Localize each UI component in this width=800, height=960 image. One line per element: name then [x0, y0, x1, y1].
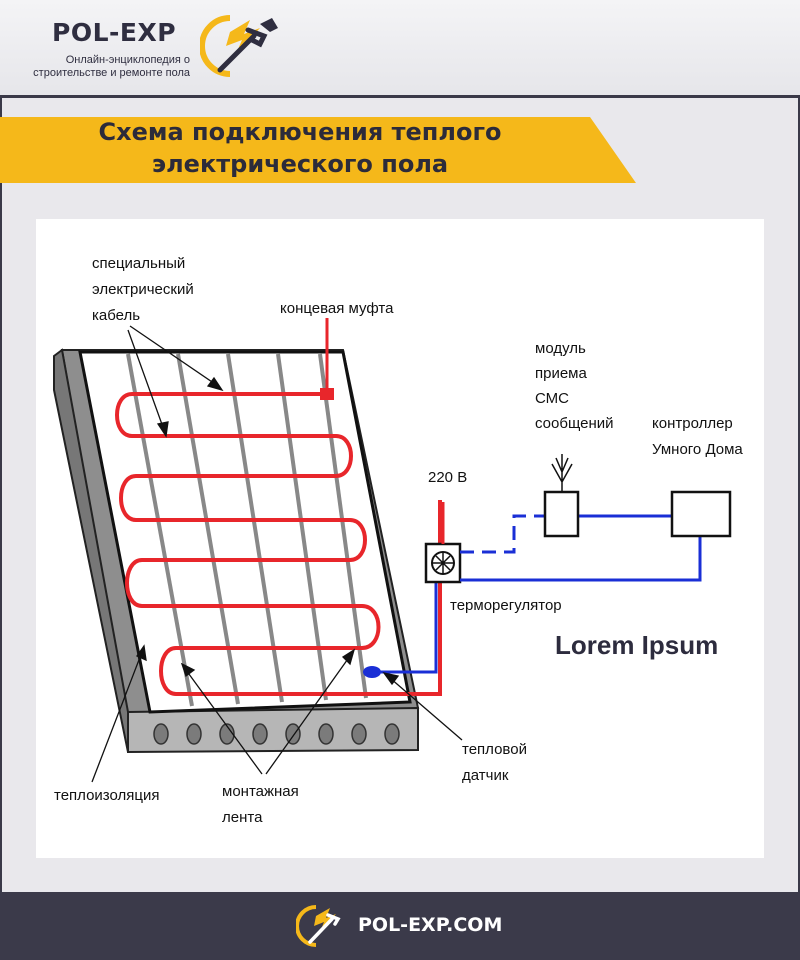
page-title: Схема подключения теплого электрического… — [0, 116, 600, 180]
slab-left — [53, 348, 129, 753]
tape — [276, 353, 328, 701]
tape — [176, 353, 240, 705]
controller-box — [670, 490, 732, 538]
diagram-panel: специальный электрический кабель концева… — [36, 219, 764, 858]
slab-front — [127, 706, 419, 754]
label-cable-1: специальный — [92, 255, 185, 272]
arrow — [265, 655, 351, 775]
arrow — [185, 669, 263, 775]
label-sensor-1: тепловой — [462, 741, 527, 758]
logo-icon[interactable] — [200, 14, 286, 78]
hole — [285, 723, 301, 745]
brand-name[interactable]: POL-EXP — [52, 18, 177, 47]
arrow — [389, 677, 463, 741]
arrow — [129, 325, 219, 387]
antenna-icon — [551, 454, 573, 492]
tagline-line2: строительстве и ремонте пола — [33, 67, 190, 79]
hole — [318, 723, 334, 745]
pointer-arrows — [91, 325, 463, 783]
end-sleeve — [320, 388, 334, 400]
tagline-line1: Онлайн-энциклопедия о — [65, 54, 190, 66]
title-banner — [0, 117, 636, 183]
controller-thermostat-link — [460, 536, 702, 582]
label-tape-2: лента — [222, 809, 263, 826]
insulation-holes — [153, 723, 400, 745]
label-cable-3: кабель — [92, 307, 140, 324]
label-sensor-2: датчик — [462, 767, 509, 784]
label-controller-1: контроллер — [652, 415, 733, 432]
hole — [153, 723, 169, 745]
arrow — [127, 329, 165, 431]
heating-cable — [115, 392, 442, 696]
label-module-1: модуль — [535, 340, 586, 357]
arrowhead — [382, 672, 400, 686]
arrowhead — [136, 644, 147, 662]
thermostat-dial-marks — [433, 553, 453, 573]
hole — [219, 723, 235, 745]
header: POL-EXP Онлайн-энциклопедия о строительс… — [0, 0, 800, 95]
hole — [186, 723, 202, 745]
sms-module-box — [543, 490, 580, 538]
hole — [351, 723, 367, 745]
watermark-text: Lorem Ipsum — [555, 630, 718, 660]
hole — [384, 723, 400, 745]
label-module-3: СМС — [535, 390, 569, 407]
sensor-wire — [378, 582, 438, 674]
label-module-4: сообщений — [535, 415, 614, 432]
header-divider — [0, 95, 800, 98]
footer-logo-icon[interactable] — [296, 904, 350, 948]
title-line1: Схема подключения теплого — [98, 118, 502, 146]
title-line2: электрического пола — [151, 150, 449, 178]
label-insulation: теплоизоляция — [54, 787, 160, 804]
arrowhead — [341, 648, 356, 666]
brand-tagline: Онлайн-энциклопедия о строительстве и ре… — [22, 54, 190, 80]
tape — [226, 353, 284, 703]
thermal-sensor — [363, 666, 381, 678]
arrowhead — [206, 376, 224, 392]
label-end-sleeve: концевая муфта — [280, 300, 394, 317]
label-cable-2: электрический — [92, 281, 194, 298]
footer — [0, 892, 800, 960]
hole — [252, 723, 268, 745]
floor-heating-diagram: специальный электрический кабель концева… — [53, 255, 743, 826]
label-thermostat: терморегулятор — [450, 597, 562, 614]
tape — [318, 353, 368, 699]
label-tape-1: монтажная — [222, 783, 299, 800]
label-controller-2: Умного Дома — [652, 441, 743, 458]
label-module-2: приема — [535, 365, 587, 382]
label-voltage: 220 В — [428, 469, 467, 486]
mounting-tapes — [126, 353, 368, 707]
module-link-dashed — [460, 514, 545, 554]
arrowhead — [180, 662, 196, 678]
arrow — [91, 651, 143, 783]
footer-site-link[interactable]: POL-EXP.COM — [358, 914, 503, 936]
thermostat-dial — [431, 551, 455, 575]
arrowhead — [156, 421, 169, 438]
